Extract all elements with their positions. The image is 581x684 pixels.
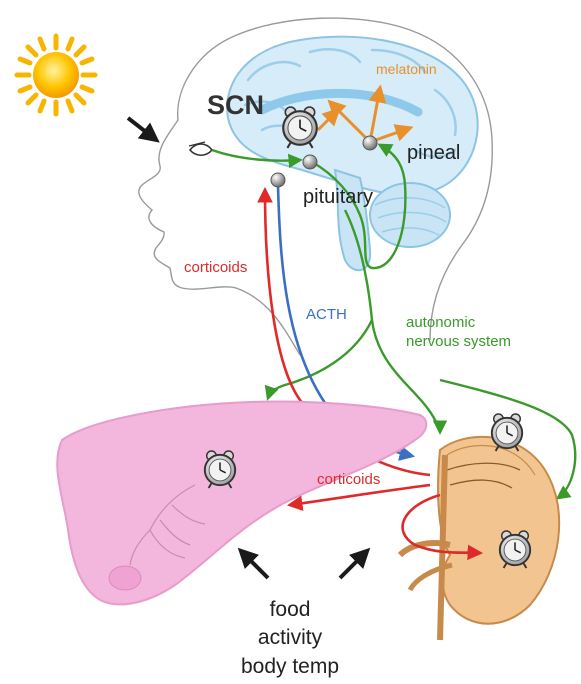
body-temp-label: body temp xyxy=(210,653,370,681)
pineal-node xyxy=(363,136,377,150)
food-label: food xyxy=(210,596,370,624)
scn-node xyxy=(303,155,317,169)
external-factors: food activity body temp xyxy=(210,596,370,681)
corticoids-organs-label: corticoids xyxy=(317,472,380,487)
scn-label: SCN xyxy=(207,92,264,119)
factor-arrow-left-icon xyxy=(242,552,268,578)
pituitary-label: pituitary xyxy=(303,187,373,207)
factor-arrow-right-icon xyxy=(340,552,366,578)
liver xyxy=(57,402,426,605)
autonomic-line-1: autonomic xyxy=(406,314,475,331)
melatonin-label: melatonin xyxy=(376,62,437,76)
autonomic-nervous-system-label: autonomic nervous system xyxy=(406,314,511,352)
kidney xyxy=(400,437,559,640)
sun-icon xyxy=(17,36,95,114)
acth-label: ACTH xyxy=(306,307,347,322)
autonomic-line-2: nervous system xyxy=(406,333,511,350)
pituitary-node xyxy=(271,173,285,187)
pineal-label: pineal xyxy=(407,143,460,163)
activity-label: activity xyxy=(210,624,370,652)
corticoids-brain-label: corticoids xyxy=(184,260,247,275)
light-arrow-icon xyxy=(128,118,155,139)
